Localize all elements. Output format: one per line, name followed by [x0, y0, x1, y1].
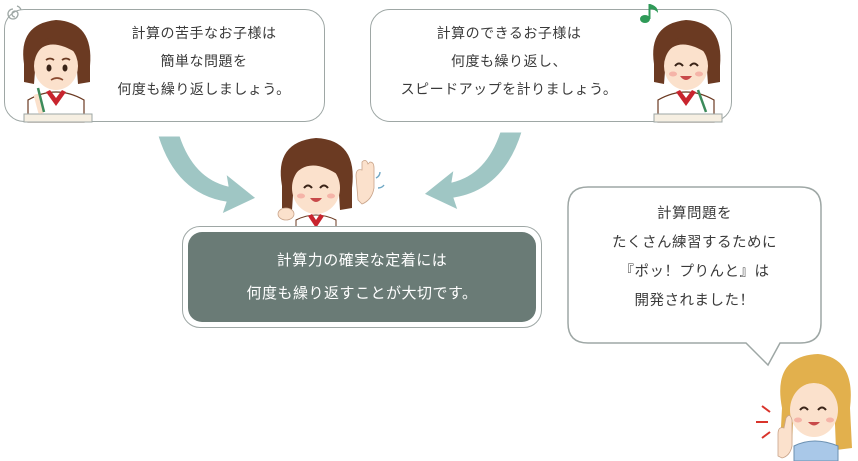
- speech-line-1: 計算問題を: [657, 206, 732, 222]
- music-note-icon: [640, 4, 658, 23]
- left-bubble-text: 計算の苦手なお子様は 簡単な問題を 何度も繰り返しましょう。: [95, 20, 313, 104]
- left-line-3: 何度も繰り返しましょう。: [117, 82, 291, 98]
- speech-line-3: 『ポッ！プりんと』は: [619, 264, 770, 280]
- center-line-1: 計算力の確実な定着には: [276, 251, 448, 269]
- right-line-2: 何度も繰り返し、: [451, 54, 567, 70]
- left-arrow-icon: [157, 135, 257, 215]
- waving-student-icon: [277, 138, 385, 233]
- left-line-2: 簡単な問題を: [160, 54, 248, 70]
- worried-student-icon: [23, 20, 93, 123]
- right-line-3: スピードアップを計りましょう。: [400, 82, 618, 98]
- center-box: [188, 232, 536, 322]
- right-bubble-text: 計算のできるお子様は 何度も繰り返し、 スピードアップを計りましょう。: [378, 20, 640, 104]
- pointing-teacher-icon: [756, 354, 852, 461]
- left-line-1: 計算の苦手なお子様は: [131, 26, 277, 42]
- speech-line-2: たくさん練習するために: [612, 235, 777, 251]
- speech-line-4: 開発されました！: [634, 293, 755, 309]
- right-arrow-icon: [423, 131, 523, 211]
- swirl-decoration-icon: [7, 5, 22, 20]
- center-box-text: 計算力の確実な定着には 何度も繰り返すことが大切です。: [188, 244, 536, 310]
- right-line-1: 計算のできるお子様は: [436, 26, 582, 42]
- happy-student-icon: [653, 20, 723, 123]
- speech-bubble-text: 計算問題を たくさん練習するために 『ポッ！プりんと』は 開発されました！: [572, 200, 817, 316]
- center-line-2: 何度も繰り返すことが大切です。: [246, 284, 478, 302]
- speech-bubble: [567, 186, 822, 367]
